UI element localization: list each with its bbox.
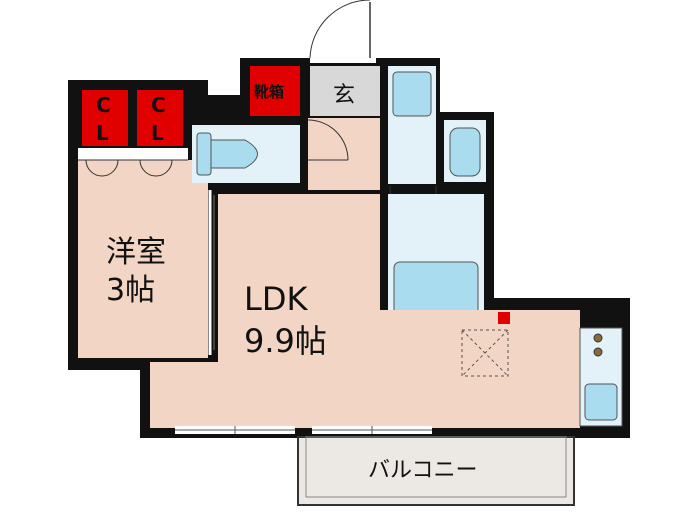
closet-right-l: L xyxy=(151,121,164,145)
stove-burner-icon xyxy=(593,347,603,357)
shoe-cabinet-label: 靴箱 xyxy=(254,83,284,101)
bathroom xyxy=(388,194,484,324)
ldk-name: LDK xyxy=(244,280,308,318)
shoe-cabinet: 靴箱 xyxy=(250,66,300,116)
closet-left: C L xyxy=(82,90,128,146)
western-room-size: 3帖 xyxy=(106,273,155,308)
bathtub-icon xyxy=(393,261,479,317)
ldk-size: 9.9帖 xyxy=(244,322,327,360)
closet-left-c: C xyxy=(96,93,111,117)
closet-right: C L xyxy=(137,90,183,146)
wash-area xyxy=(388,66,486,233)
stove-burner-icon xyxy=(593,333,603,343)
windows xyxy=(175,426,432,434)
western-room: 洋室 3帖 xyxy=(78,148,215,358)
front-door-swing-icon xyxy=(309,0,371,59)
washing-machine-icon xyxy=(449,127,481,177)
kitchen xyxy=(579,327,623,427)
ldk: LDK 9.9帖 xyxy=(150,194,580,428)
toilet-tank-icon xyxy=(196,132,212,176)
closet-left-l: L xyxy=(96,121,109,145)
kitchen-sink-icon xyxy=(584,383,618,421)
fridge-space-icon xyxy=(461,329,509,377)
washbasin-icon xyxy=(392,71,432,117)
balcony-label: バルコニー xyxy=(368,458,478,483)
closet-right-c: C xyxy=(151,93,166,117)
balcony: バルコニー xyxy=(297,436,575,506)
entrance: 玄 xyxy=(307,0,380,237)
toilet-bowl-icon xyxy=(210,139,258,169)
western-room-name: 洋室 xyxy=(106,235,166,270)
entrance-label: 玄 xyxy=(333,83,355,108)
toilet-room xyxy=(192,125,300,183)
